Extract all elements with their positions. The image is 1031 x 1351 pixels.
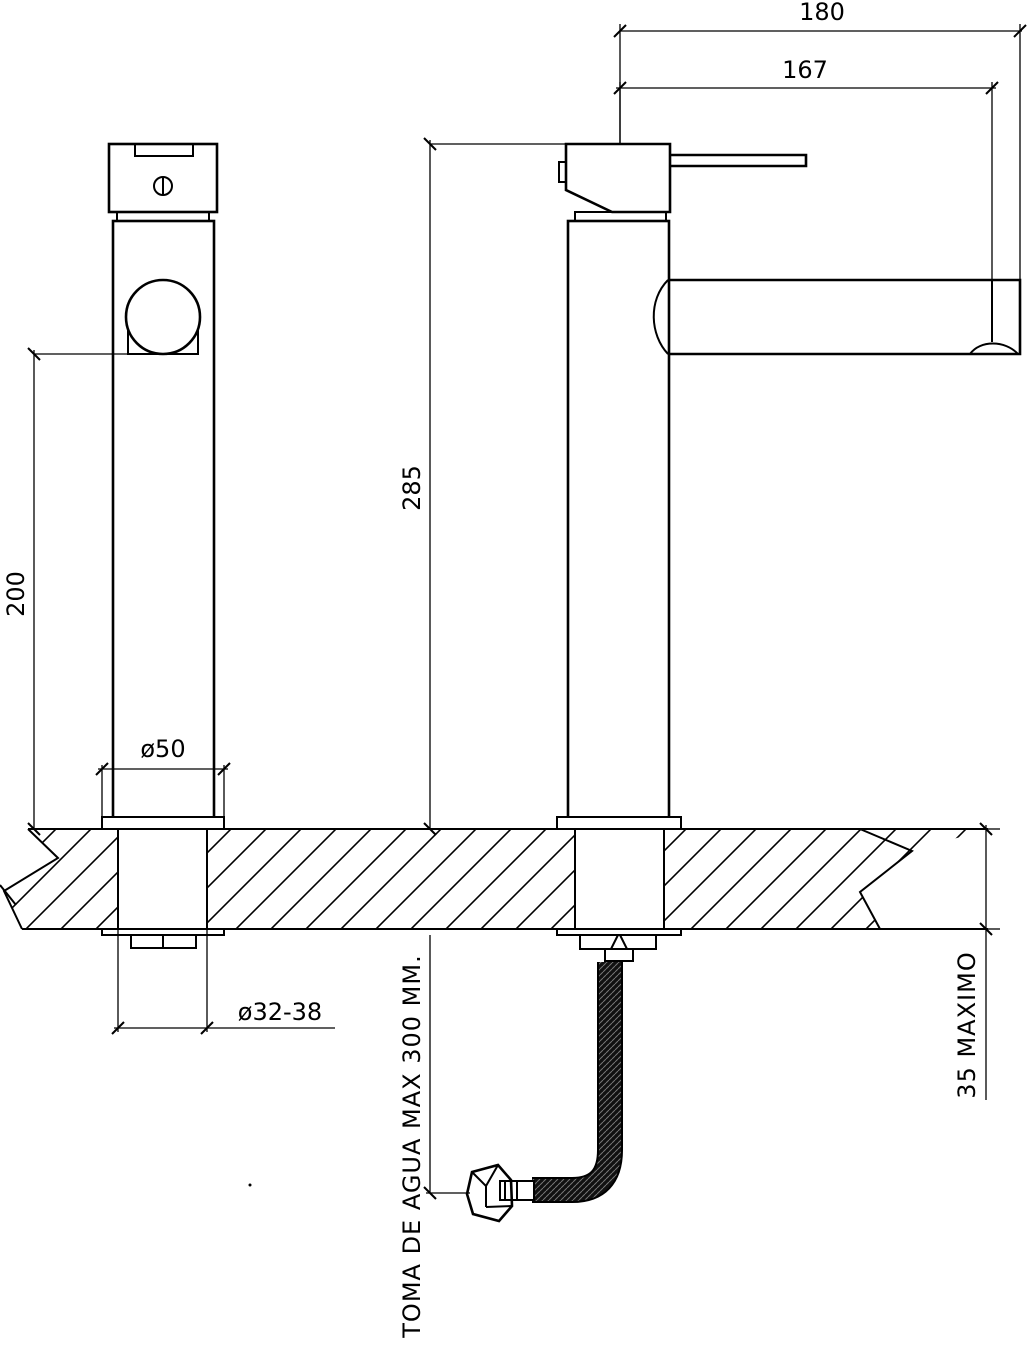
flex-hose-outline — [532, 962, 623, 1203]
deck-left-break-tick — [0, 884, 17, 906]
hatch-line — [894, 829, 988, 929]
dim-diameter-32-38-label: ø32-38 — [238, 998, 322, 1026]
side-handle-button — [558, 161, 567, 183]
front-view — [101, 142, 225, 949]
spout-aerator-curve — [969, 342, 1019, 355]
right-mounting-bore — [574, 828, 665, 930]
hatch-line — [929, 829, 988, 929]
left-mounting-bore — [117, 828, 208, 930]
hatch-line — [754, 829, 868, 929]
hatch-line — [19, 829, 133, 929]
front-fixing-nut — [130, 935, 197, 949]
front-cartridge-ring — [116, 211, 210, 222]
spout-body — [668, 278, 1022, 356]
hatch-line — [334, 829, 448, 929]
deck-right-break — [858, 828, 914, 930]
dim-167-label: 167 — [782, 56, 828, 84]
hatch-line — [194, 829, 308, 929]
deck-left-break — [2, 828, 60, 930]
hatch-line — [4, 829, 98, 929]
side-lever — [670, 153, 808, 168]
water-inlet-note: TOMA DE AGUA MAX 300 MM. — [398, 954, 426, 1338]
flex-hose-braid — [532, 962, 621, 1201]
hatch-line — [719, 829, 833, 929]
front-spout-outline — [127, 330, 199, 355]
dim-35-maximo-label: 35 MAXIMO — [953, 951, 981, 1098]
dim-285-label: 285 — [398, 465, 426, 511]
hatch-line — [964, 829, 988, 929]
hatch-line — [684, 829, 798, 929]
spout-joint-curve — [652, 279, 669, 355]
hose-hex-nut — [465, 1163, 514, 1223]
hatch-line — [789, 829, 903, 929]
dim-diameter-50-label: ø50 — [140, 735, 185, 763]
front-base-flange — [101, 816, 225, 830]
dim-180-label: 180 — [799, 0, 845, 26]
dim-200-label: 200 — [2, 571, 30, 617]
hatch-line — [1000, 823, 1031, 935]
hatch-line — [474, 829, 588, 929]
hose-top-fitting — [604, 948, 634, 962]
front-handle-slot — [134, 143, 194, 157]
hatch-line — [369, 829, 483, 929]
side-view — [465, 142, 1022, 1223]
hatch-line — [264, 829, 378, 929]
hatch-line — [404, 829, 518, 929]
front-spout-circle — [124, 278, 202, 356]
hatch-line — [824, 829, 938, 929]
side-cartridge-ring — [574, 211, 667, 222]
hatch-line — [4, 829, 63, 929]
side-handle-block — [564, 142, 672, 214]
hatch-line — [229, 829, 343, 929]
stray-mark — [248, 1183, 252, 1187]
hatch-line — [439, 829, 553, 929]
side-base-flange — [556, 816, 682, 830]
front-fixing-plate — [101, 928, 225, 936]
countertop-section — [0, 823, 1031, 935]
hatch-line — [649, 829, 763, 929]
hatch-line — [299, 829, 413, 929]
